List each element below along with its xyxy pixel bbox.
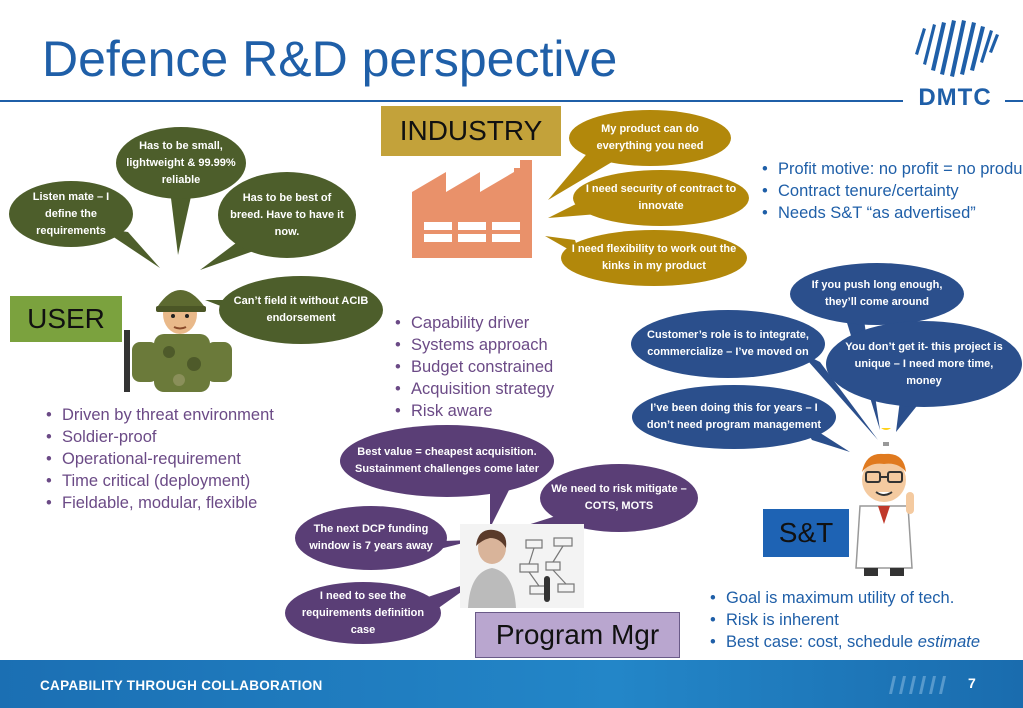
list-item: Soldier-proof — [44, 426, 274, 448]
program-mgr-label: Program Mgr — [475, 612, 680, 658]
pm-bullet-list: Capability driver Systems approach Budge… — [393, 312, 554, 422]
page-number: 7 — [968, 675, 976, 691]
list-item: Goal is maximum utility of tech. — [708, 587, 980, 609]
program-manager-illustration — [460, 524, 584, 608]
industry-bubble-everything: My product can do everything you need — [569, 110, 731, 166]
list-item-emphasis: estimate — [917, 633, 981, 651]
industry-label: INDUSTRY — [381, 106, 561, 156]
dmtc-logo: DMTC — [905, 14, 1005, 118]
list-item: Capability driver — [393, 312, 554, 334]
logo-mark-icon — [915, 20, 999, 77]
industry-bubble-security: I need security of contract to innovate — [573, 170, 749, 226]
list-item: Acquisition strategy — [393, 378, 554, 400]
user-bubble-best-of-breed: Has to be best of breed. Have to have it… — [218, 172, 356, 258]
st-bubble-customer-role: Customer’s role is to integrate, commerc… — [631, 310, 825, 378]
list-item: Systems approach — [393, 334, 554, 356]
scientist-illustration — [855, 428, 914, 576]
lightbulb-icon — [881, 428, 891, 430]
pointer-pm-1 — [490, 484, 512, 528]
list-item: Needs S&T “as advertised” — [760, 202, 1020, 224]
logo-text: DMTC — [918, 84, 992, 111]
slide-title: Defence R&D perspective — [42, 31, 618, 87]
user-label: USER — [10, 296, 122, 342]
pointer-st-2 — [800, 352, 878, 440]
user-bubble-requirements: Listen mate – I define the requirements — [9, 181, 133, 247]
user-bullet-list: Driven by threat environment Soldier-pro… — [44, 404, 274, 514]
st-bubble-no-pm: I’ve been doing this for years – I don’t… — [632, 385, 836, 449]
industry-bullet-list: Profit motive: no profit = no product Co… — [760, 158, 1023, 224]
st-bubble-unique: You don’t get it- this project is unique… — [826, 321, 1022, 407]
list-item: Fieldable, modular, flexible — [44, 492, 274, 514]
list-item: Risk aware — [393, 400, 554, 422]
list-item-text: Best case: cost, schedule — [726, 633, 918, 651]
factory-icon — [412, 160, 532, 258]
st-bullet-list: Goal is maximum utility of tech. Risk is… — [708, 587, 980, 653]
list-item: Profit motive: no profit = no product — [760, 158, 1023, 180]
user-bubble-reliable: Has to be small, lightweight & 99.99% re… — [116, 127, 246, 199]
industry-bubble-flexibility: I need flexibility to work out the kinks… — [561, 230, 747, 286]
pm-bubble-requirements-case: I need to see the requirements definitio… — [285, 582, 441, 644]
st-bubble-push-long: If you push long enough, they’ll come ar… — [790, 263, 964, 325]
list-item: Contract tenure/certainty — [760, 180, 1020, 202]
list-item: Best case: cost, schedule estimate — [708, 631, 980, 653]
footer-bar: CAPABILITY THROUGH COLLABORATION 7 — [0, 660, 1023, 708]
list-item: Budget constrained — [393, 356, 554, 378]
st-label: S&T — [763, 509, 849, 557]
footer-stripes-icon — [889, 676, 946, 694]
logo-underline — [1005, 100, 1023, 102]
pm-bubble-best-value: Best value = cheapest acquisition. Susta… — [340, 425, 554, 497]
soldier-illustration — [124, 290, 232, 392]
pointer-ind-1 — [548, 150, 612, 200]
pm-bubble-risk-mitigate: We need to risk mitigate –COTS, MOTS — [540, 464, 698, 532]
pointer-st-3 — [896, 400, 920, 432]
pointer-user-1 — [170, 190, 192, 255]
pm-bubble-dcp-window: The next DCP funding window is 7 years a… — [295, 506, 447, 570]
list-item: Operational-requirement — [44, 448, 274, 470]
title-underline — [0, 100, 903, 102]
footer-tagline: CAPABILITY THROUGH COLLABORATION — [40, 678, 323, 693]
list-item: Driven by threat environment — [44, 404, 274, 426]
list-item: Risk is inherent — [708, 609, 980, 631]
user-bubble-acib: Can’t field it without ACIB endorsement — [219, 276, 383, 344]
list-item: Time critical (deployment) — [44, 470, 274, 492]
